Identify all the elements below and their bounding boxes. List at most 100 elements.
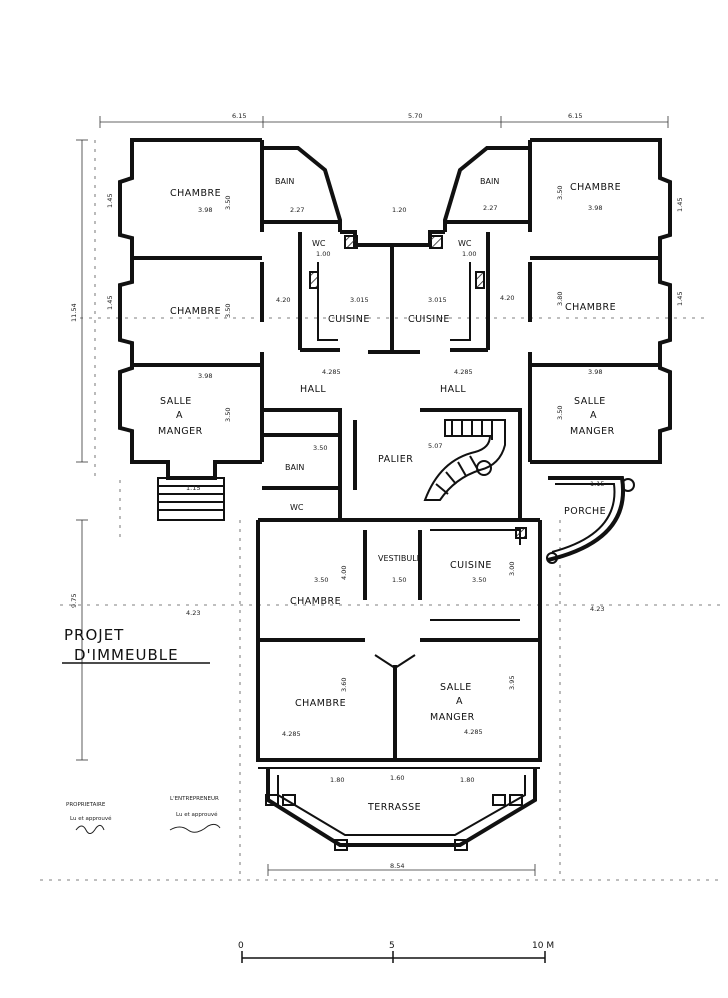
construction-lines <box>40 140 720 881</box>
dim-salle-s-h: 3.95 <box>508 676 516 690</box>
signature-left-line: Lu et approuvé <box>70 815 112 822</box>
dim-salle-w-h: 3.50 <box>224 408 232 422</box>
terrasse-outline <box>258 767 540 851</box>
dim-ch-s1-h: 4.00 <box>340 566 348 580</box>
room-wc-ne: WC <box>458 239 472 248</box>
dim-left-lower: 9.75 <box>70 594 78 608</box>
dim-ch-w-h: 3.50 <box>224 304 232 318</box>
signature-right-title: L'ENTREPRENEUR <box>170 796 219 802</box>
room-salle-w-3: MANGER <box>158 426 203 437</box>
room-labels: CHAMBRE CHAMBRE SALLE A MANGER BAIN WC C… <box>158 177 621 813</box>
dim-salle-w-w: 3.98 <box>198 372 212 380</box>
dim-ch-s1-w: 3.50 <box>314 576 328 584</box>
room-salle-w-2: A <box>176 410 183 421</box>
dim-top-right: 6.15 <box>568 112 582 120</box>
dim-side-145b: 1.45 <box>106 296 114 310</box>
title-line-1: PROJET <box>64 626 124 644</box>
room-cuisine-nw: CUISINE <box>328 314 370 325</box>
dim-hall-e: 4.285 <box>454 368 473 376</box>
room-vestibule: VESTIBULE <box>378 554 422 563</box>
dim-ch-nw-h: 3.50 <box>224 196 232 210</box>
room-palier: PALIER <box>378 454 413 465</box>
dim-cuis-nw: 3.015 <box>350 296 369 304</box>
room-salle-w-1: SALLE <box>160 396 192 407</box>
dim-hall-w: 4.285 <box>322 368 341 376</box>
room-terrasse: TERRASSE <box>367 802 421 813</box>
room-chambre-nw: CHAMBRE <box>170 188 221 199</box>
dim-ch-ne-h: 3.50 <box>556 186 564 200</box>
stove-hatch-1 <box>309 271 319 289</box>
dim-ch-nw-w: 3.98 <box>198 206 212 214</box>
room-salle-e-2: A <box>590 410 597 421</box>
room-salle-s-3: MANGER <box>430 712 475 723</box>
dim-vest: 1.50 <box>392 576 406 584</box>
dim-bottom-total: 8.54 <box>390 862 404 870</box>
left-entry-steps <box>157 477 225 521</box>
room-cuisine-ne: CUISINE <box>408 314 450 325</box>
dim-bain-ne: 2.27 <box>483 204 497 212</box>
dim-side-145c: 1.45 <box>676 198 684 212</box>
chimney-hatch-1 <box>344 235 358 249</box>
room-salle-e-3: MANGER <box>570 426 615 437</box>
dim-palier: 5.07 <box>428 442 442 450</box>
top-dimension <box>99 116 669 128</box>
scale-zero: 0 <box>238 941 244 951</box>
porche-curve <box>546 476 635 564</box>
dim-top-mid: 5.70 <box>408 112 422 120</box>
title-line-2: D'IMMEUBLE <box>74 646 179 664</box>
dim-entry-115: 1.15 <box>186 484 200 492</box>
room-porche: PORCHE <box>564 506 606 517</box>
dim-left-423: 4.23 <box>186 609 200 617</box>
stove-hatch-3 <box>515 527 527 539</box>
room-chambre-s2: CHAMBRE <box>295 698 346 709</box>
scale-bar <box>241 951 546 963</box>
scale-end: 10 M <box>532 941 554 951</box>
dim-ch-ne-w: 3.98 <box>588 204 602 212</box>
room-chambre-e: CHAMBRE <box>565 302 616 313</box>
room-hall-w: HALL <box>300 384 326 395</box>
room-wc-nw: WC <box>312 239 326 248</box>
chimney-hatch-2 <box>429 235 443 249</box>
room-salle-s-2: A <box>456 696 463 707</box>
dim-terr-180a: 1.80 <box>330 776 344 784</box>
upper-block-walls <box>118 138 672 520</box>
lower-block-walls <box>256 518 542 762</box>
signature-left-title: PROPRIETAIRE <box>66 802 106 808</box>
room-salle-e-1: SALLE <box>574 396 606 407</box>
dim-ch-s2-h: 3.60 <box>340 678 348 692</box>
dim-side-145d: 1.45 <box>676 292 684 306</box>
room-salle-s-1: SALLE <box>440 682 472 693</box>
room-bain-nw: BAIN <box>275 177 294 186</box>
room-bain-ne: BAIN <box>480 177 499 186</box>
left-dimensions <box>76 139 88 761</box>
dim-salle-s-w: 4.285 <box>464 728 483 736</box>
signature-right-line: Lu et approuvé <box>176 811 218 818</box>
stove-hatch-2 <box>475 271 485 289</box>
dim-mid-120: 1.20 <box>392 206 406 214</box>
room-wc-c: WC <box>290 503 304 512</box>
dim-top-left: 6.15 <box>232 112 246 120</box>
dim-ch-w-420: 4.20 <box>276 296 290 304</box>
dim-bain-nw: 2.27 <box>290 206 304 214</box>
dim-terr-160: 1.60 <box>390 774 404 782</box>
signature-scribble-right <box>169 823 221 833</box>
dim-bain-c: 3.50 <box>313 444 327 452</box>
dim-cuis-s-h: 3.00 <box>508 562 516 576</box>
room-chambre-s1: CHAMBRE <box>290 596 341 607</box>
room-cuisine-s: CUISINE <box>450 560 492 571</box>
dim-cuis-s-w: 3.50 <box>472 576 486 584</box>
dim-salle-e-h: 3.50 <box>556 406 564 420</box>
room-bain-c: BAIN <box>285 463 304 472</box>
room-chambre-ne: CHAMBRE <box>570 182 621 193</box>
dim-left-total: 11.54 <box>70 303 78 322</box>
dim-ch-e-h: 3.80 <box>556 292 564 306</box>
dim-side-145a: 1.45 <box>106 194 114 208</box>
dim-wc-nw: 1.00 <box>316 250 330 258</box>
signature-scribble-left <box>75 824 105 834</box>
dim-cuis-ne: 3.015 <box>428 296 447 304</box>
dimension-labels: 6.15 5.70 6.15 11.54 9.75 8.54 3.98 3.50… <box>70 112 684 870</box>
room-chambre-w: CHAMBRE <box>170 306 221 317</box>
staircase <box>423 419 506 501</box>
dim-porche-115: 1.15 <box>590 480 604 488</box>
